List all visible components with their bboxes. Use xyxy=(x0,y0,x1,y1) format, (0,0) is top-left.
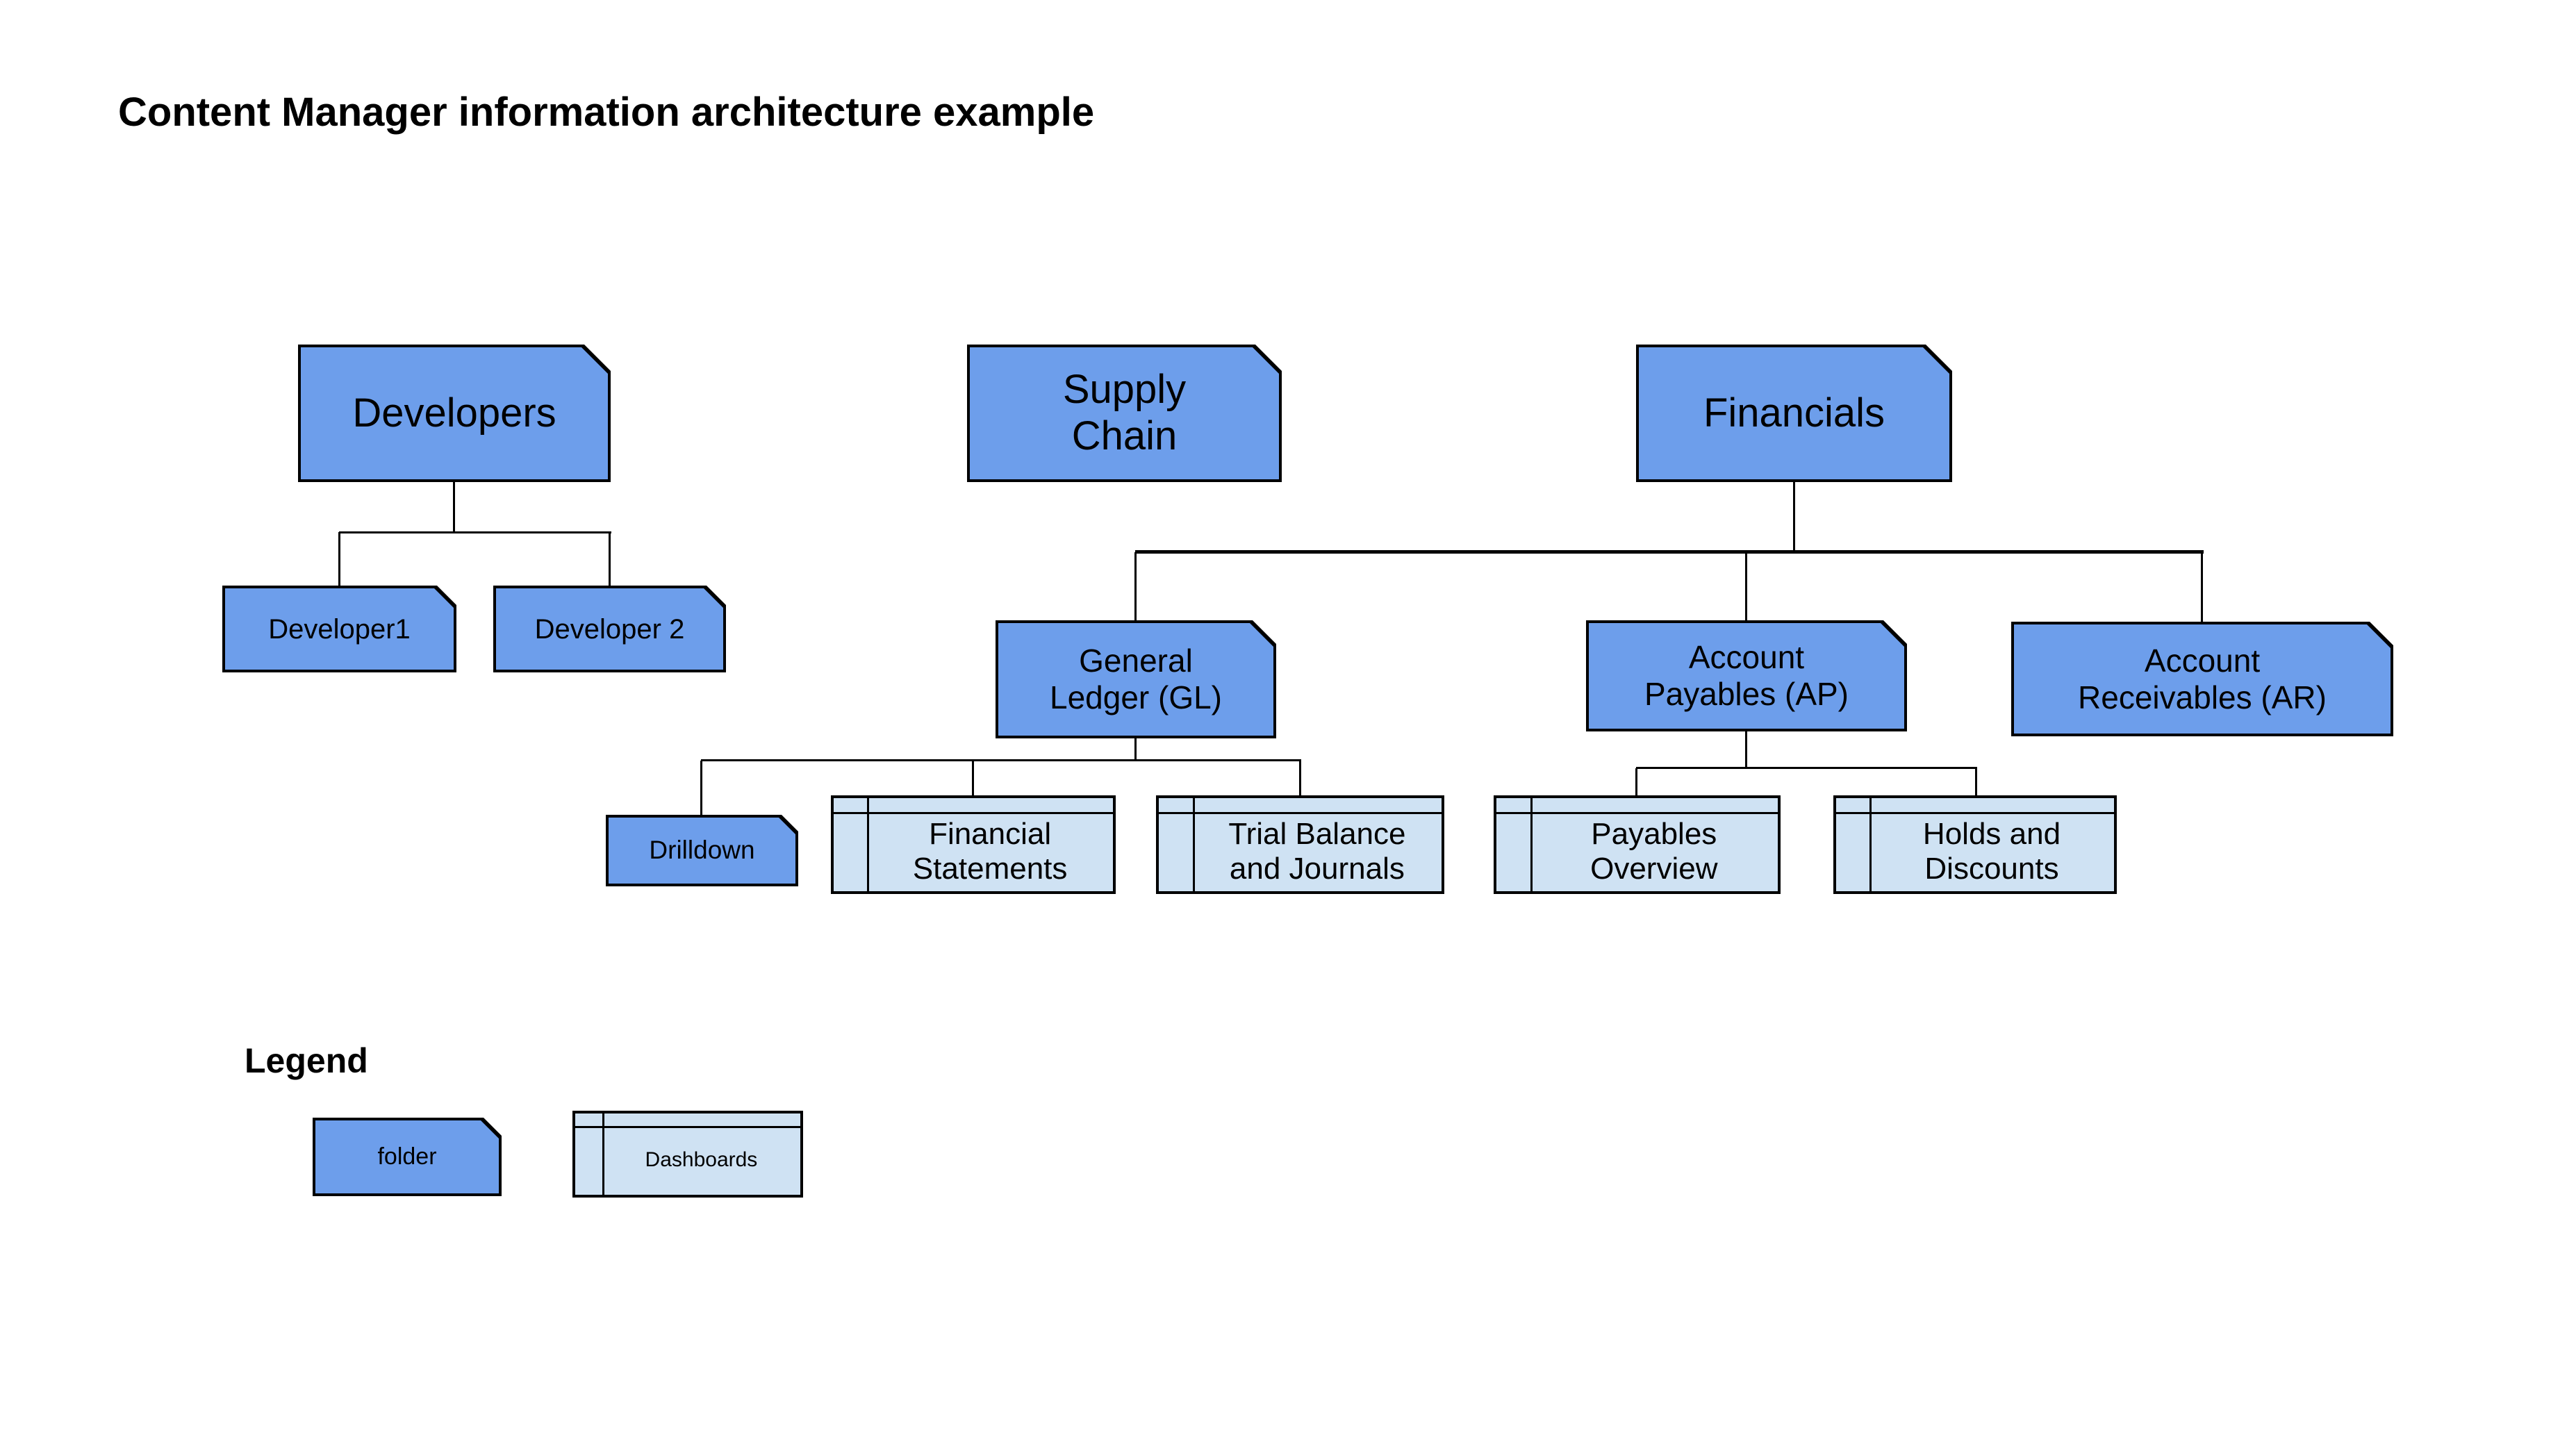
node-label-financials: Financials xyxy=(1703,390,1885,436)
node-label-holds-discounts: Holds and Discounts xyxy=(1922,816,2061,886)
legend-heading: Legend xyxy=(245,1041,368,1080)
folder-node-account-receivables: Account Receivables (AR) xyxy=(2011,622,2393,736)
node-label-developer2: Developer 2 xyxy=(534,613,685,645)
node-label-account-payables: Account Payables (AP) xyxy=(1644,639,1849,712)
folder-shape: Developer1 xyxy=(225,588,454,670)
dashboard-top-divider xyxy=(575,1125,800,1128)
legend-dashboard-sample: Dashboards xyxy=(572,1111,803,1198)
connector-account-payables-bus xyxy=(1636,767,1977,769)
folder-shape: Supply Chain xyxy=(970,347,1279,479)
folder-shape: Account Receivables (AR) xyxy=(2014,624,2391,734)
connector-payables-overview-stub xyxy=(1635,768,1637,795)
dashboard-top-divider xyxy=(1159,812,1442,815)
page-title: Content Manager information architecture… xyxy=(118,90,1095,135)
connector-developer1-stub xyxy=(338,532,340,586)
folder-shape: Account Payables (AP) xyxy=(1589,623,1904,729)
folder-node-financials: Financials xyxy=(1636,345,1952,482)
dashboard-top-divider xyxy=(1836,812,2114,815)
folder-shape: Financials xyxy=(1639,347,1949,479)
connector-holds-discounts-stub xyxy=(1975,768,1977,795)
connector-trial-balance-stub xyxy=(1299,761,1301,795)
node-label-drilldown: Drilldown xyxy=(649,836,755,865)
folder-shape: General Ledger (GL) xyxy=(998,623,1273,736)
node-label-developer1: Developer1 xyxy=(268,613,411,645)
dashboard-left-divider xyxy=(1869,798,1872,891)
folder-node-drilldown: Drilldown xyxy=(606,815,798,886)
folder-node-developers: Developers xyxy=(298,345,611,482)
folder-shape: Developers xyxy=(301,347,608,479)
dashboard-node-holds-discounts: Holds and Discounts xyxy=(1833,795,2117,894)
connector-general-ledger-bus xyxy=(701,759,1301,761)
connector-developers-bus xyxy=(339,531,611,533)
folder-node-account-payables: Account Payables (AP) xyxy=(1586,620,1907,731)
dashboard-top-divider xyxy=(834,812,1113,815)
folder-shape: Drilldown xyxy=(609,818,795,884)
node-label-developers: Developers xyxy=(352,390,556,436)
legend-folder-label: folder xyxy=(377,1143,437,1170)
dashboard-left-divider xyxy=(602,1113,604,1195)
connector-account-payables-stub xyxy=(1745,552,1747,620)
node-label-trial-balance: Trial Balance and Journals xyxy=(1228,816,1406,886)
folder-shape: Developer 2 xyxy=(496,588,723,670)
connector-developer2-stub xyxy=(609,532,611,586)
connector-financial-statements-stub xyxy=(972,761,974,795)
connector-general-ledger-drop xyxy=(1134,738,1137,761)
dashboard-left-divider xyxy=(1192,798,1195,891)
dashboard-node-payables-overview: Payables Overview xyxy=(1494,795,1781,894)
folder-node-supply-chain: Supply Chain xyxy=(967,345,1282,482)
connector-financials-drop xyxy=(1793,482,1795,552)
folder-node-general-ledger: General Ledger (GL) xyxy=(996,620,1276,738)
legend-dashboard-label: Dashboards xyxy=(645,1148,758,1172)
dashboard-left-divider xyxy=(867,798,870,891)
dashboard-node-trial-balance: Trial Balance and Journals xyxy=(1156,795,1444,894)
folder-shape: folder xyxy=(315,1120,499,1193)
connector-general-ledger-stub xyxy=(1134,552,1137,620)
node-label-supply-chain: Supply Chain xyxy=(1062,367,1187,458)
dashboard-top-divider xyxy=(1496,812,1778,815)
node-label-general-ledger: General Ledger (GL) xyxy=(1049,643,1222,715)
folder-node-developer2: Developer 2 xyxy=(493,586,726,672)
node-label-account-receivables: Account Receivables (AR) xyxy=(2078,642,2327,715)
node-label-payables-overview: Payables Overview xyxy=(1590,816,1718,886)
node-label-financial-statements: Financial Statements xyxy=(912,816,1068,886)
legend-folder-sample: folder xyxy=(313,1118,502,1196)
dashboard-left-divider xyxy=(1530,798,1533,891)
connector-developers-drop xyxy=(453,482,455,532)
connector-account-payables-drop xyxy=(1745,731,1747,768)
folder-node-developer1: Developer1 xyxy=(222,586,456,672)
connector-drilldown-stub xyxy=(700,761,702,815)
dashboard-node-financial-statements: Financial Statements xyxy=(831,795,1116,894)
connector-financials-bus xyxy=(1135,550,2204,554)
connector-account-receivables-stub xyxy=(2201,552,2203,622)
